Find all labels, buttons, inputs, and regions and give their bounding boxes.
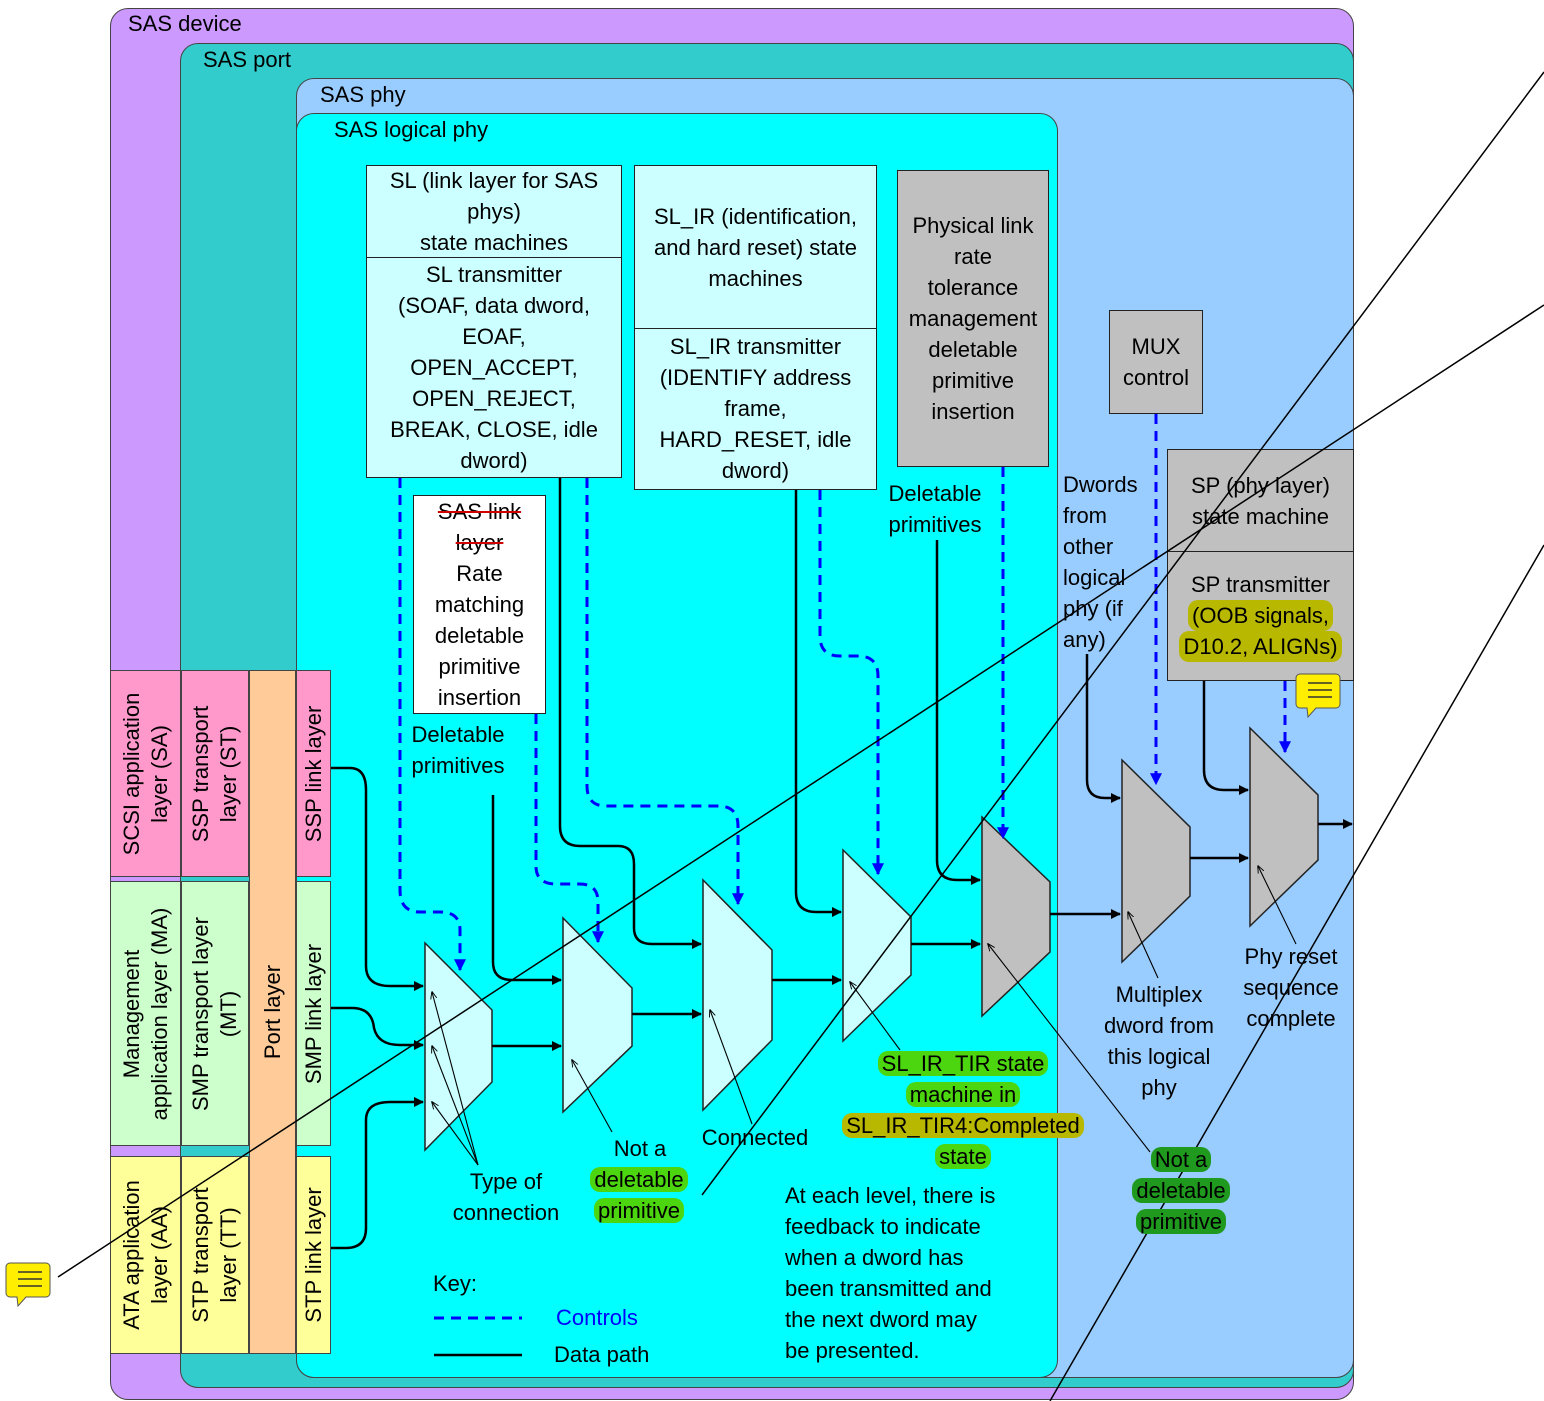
mux-6 [1121, 758, 1191, 964]
mux-7 [1249, 726, 1319, 928]
port-layer: Port layer [249, 670, 296, 1354]
sas-port-title: SAS port [203, 47, 292, 72]
sas-logical-phy-title: SAS logical phy [334, 117, 489, 142]
smp-transport-layer: SMP transport layer(MT) [181, 881, 249, 1146]
key-title: Key: [433, 1271, 478, 1296]
mux-5 [981, 815, 1051, 1018]
mux-1 [424, 941, 493, 1152]
sp-state-machine: SP (phy layer)state machine [1168, 450, 1353, 552]
stp-link-layer: STP link layer [296, 1156, 331, 1354]
sp-transmitter: SP transmitter (OOB signals, D10.2, ALIG… [1168, 552, 1353, 679]
sl-ir-box: SL_IR (identification,and hard reset) st… [634, 165, 877, 490]
sl-ir-state-machines: SL_IR (identification,and hard reset) st… [635, 166, 876, 329]
sp-box: SP (phy layer)state machine SP transmitt… [1167, 449, 1354, 681]
connected-label: Connected [701, 1125, 809, 1150]
mux-2 [562, 916, 633, 1114]
comment-icon-left [5, 1262, 51, 1308]
mux-4 [842, 848, 912, 1043]
ssp-link-layer: SSP link layer [296, 670, 331, 877]
sas-phy-title: SAS phy [320, 82, 406, 107]
mux-3 [702, 878, 773, 1112]
sl-transmitter: SL transmitter(SOAF, data dword,EOAF, OP… [390, 261, 598, 473]
not-deletable-label-2: Not a deletable primitive [1118, 1144, 1244, 1237]
key-data-path: Data path [554, 1342, 650, 1367]
comment-icon-right [1295, 673, 1341, 719]
key-controls: Controls [556, 1305, 638, 1330]
sas-device-title: SAS device [128, 11, 242, 36]
not-a-label: Not a [613, 1136, 667, 1161]
sl-ir-tir-label: SL_IR_TIR state machine in SL_IR_TIR4:Co… [818, 1048, 1108, 1172]
